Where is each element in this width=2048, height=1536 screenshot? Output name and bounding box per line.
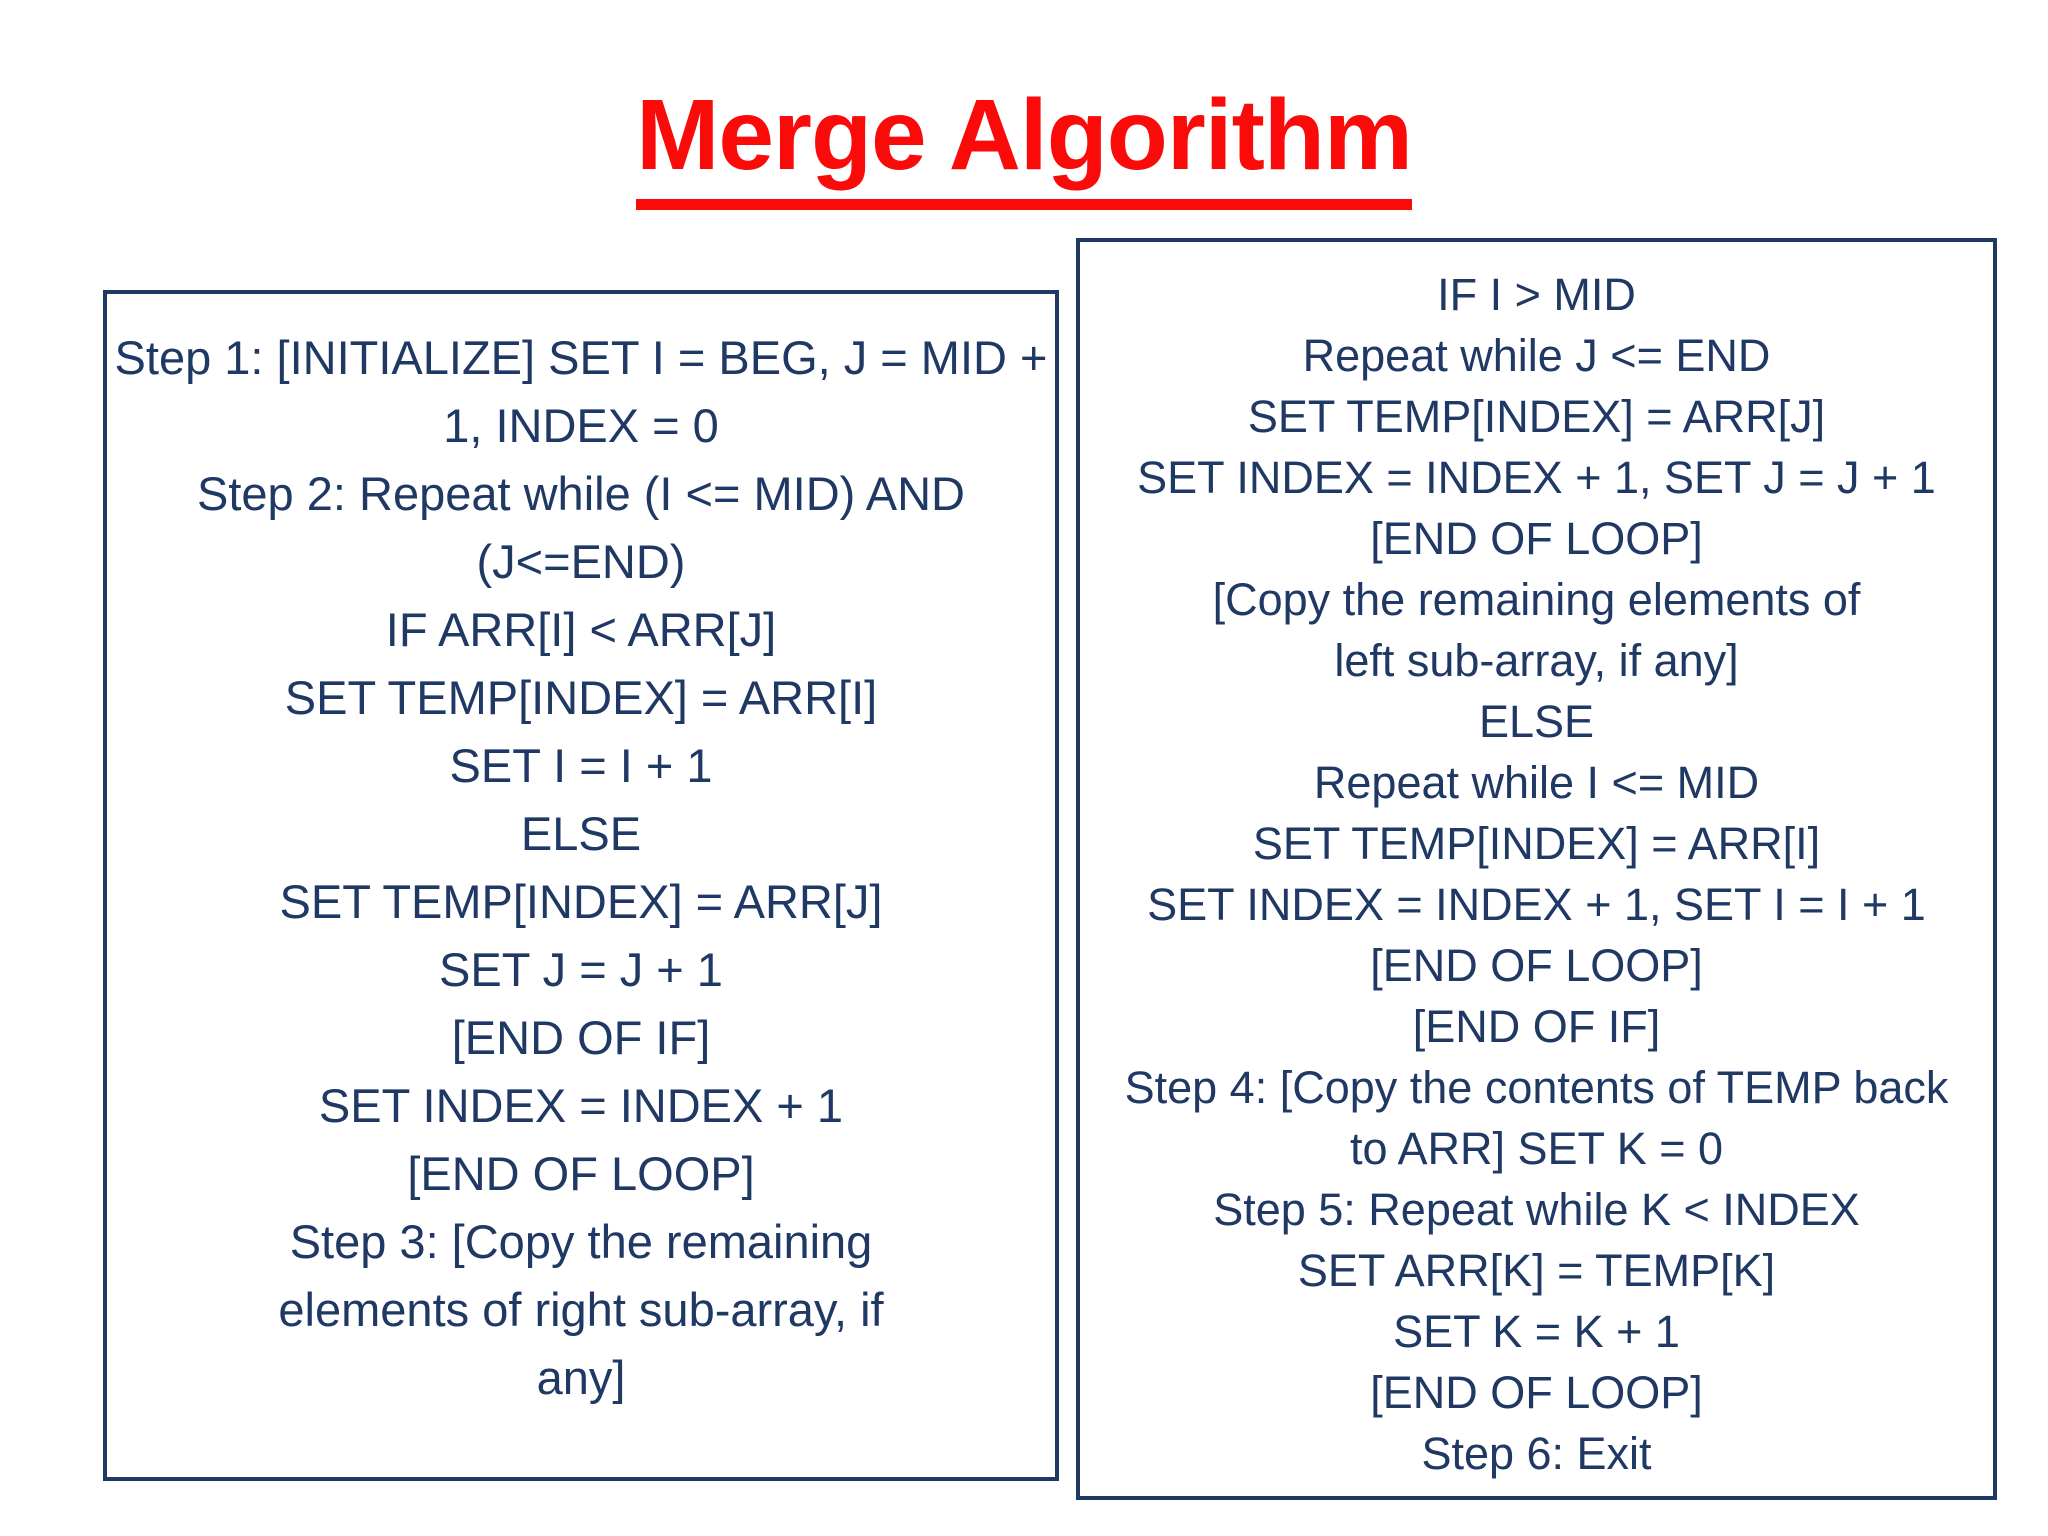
algorithm-line: SET TEMP[INDEX] = ARR[I] bbox=[284, 671, 878, 724]
algorithm-line: [END OF LOOP] bbox=[1370, 1367, 1703, 1418]
algorithm-line: ELSE bbox=[520, 807, 642, 860]
algorithm-line: SET J = J + 1 bbox=[439, 943, 723, 996]
algorithm-line: [Copy the remaining elements of bbox=[1212, 574, 1861, 625]
algorithm-line: Repeat while I <= MID bbox=[1313, 757, 1760, 808]
algorithm-line: SET INDEX = INDEX + 1, SET I = I + 1 bbox=[1147, 879, 1926, 930]
algorithm-line: [END OF IF] bbox=[1412, 1001, 1661, 1052]
algorithm-line: IF I > MID bbox=[1437, 269, 1636, 320]
algorithm-line: SET TEMP[INDEX] = ARR[I] bbox=[1252, 818, 1821, 869]
algorithm-line: Step 4: [Copy the contents of TEMP back bbox=[1124, 1062, 1949, 1113]
algorithm-line: elements of right sub-array, if bbox=[278, 1283, 884, 1336]
algorithm-line: IF ARR[I] < ARR[J] bbox=[385, 603, 777, 656]
page-title: Merge Algorithm bbox=[0, 78, 2048, 210]
algorithm-line: [END OF LOOP] bbox=[1370, 513, 1703, 564]
algorithm-line: [END OF IF] bbox=[451, 1011, 711, 1064]
algorithm-line: Step 1: [INITIALIZE] SET I = BEG, J = MI… bbox=[114, 331, 1048, 384]
algorithm-line: Step 3: [Copy the remaining bbox=[289, 1215, 873, 1268]
algorithm-line: [END OF LOOP] bbox=[407, 1147, 755, 1200]
algorithm-line: Step 2: Repeat while (I <= MID) AND bbox=[197, 467, 965, 520]
algorithm-line: SET ARR[K] = TEMP[K] bbox=[1297, 1245, 1776, 1296]
algorithm-line: SET TEMP[INDEX] = ARR[J] bbox=[279, 875, 883, 928]
algorithm-line: (J<=END) bbox=[476, 535, 686, 588]
algorithm-line: any] bbox=[536, 1351, 626, 1404]
algorithm-line: Step 5: Repeat while K < INDEX bbox=[1213, 1184, 1860, 1235]
algorithm-line: SET I = I + 1 bbox=[449, 739, 713, 792]
algorithm-box-right: IF I > MID Repeat while J <= END SET TEMP[… bbox=[1076, 238, 1997, 1500]
algorithm-line: Step 6: Exit bbox=[1421, 1428, 1652, 1479]
algorithm-line: 1, INDEX = 0 bbox=[443, 399, 719, 452]
page-title-text: Merge Algorithm bbox=[636, 78, 1413, 210]
algorithm-line: ELSE bbox=[1478, 696, 1595, 747]
algorithm-line: SET K = K + 1 bbox=[1393, 1306, 1680, 1357]
algorithm-line: SET INDEX = INDEX + 1, SET J = J + 1 bbox=[1137, 452, 1936, 503]
algorithm-line: SET TEMP[INDEX] = ARR[J] bbox=[1247, 391, 1826, 442]
algorithm-line: [END OF LOOP] bbox=[1370, 940, 1703, 991]
algorithm-line: SET INDEX = INDEX + 1 bbox=[318, 1079, 844, 1132]
algorithm-line: Repeat while J <= END bbox=[1302, 330, 1771, 381]
algorithm-line: to ARR] SET K = 0 bbox=[1349, 1123, 1724, 1174]
algorithm-line: left sub-array, if any] bbox=[1334, 635, 1739, 686]
algorithm-box-left: Step 1: [INITIALIZE] SET I = BEG, J = MI… bbox=[103, 290, 1059, 1481]
